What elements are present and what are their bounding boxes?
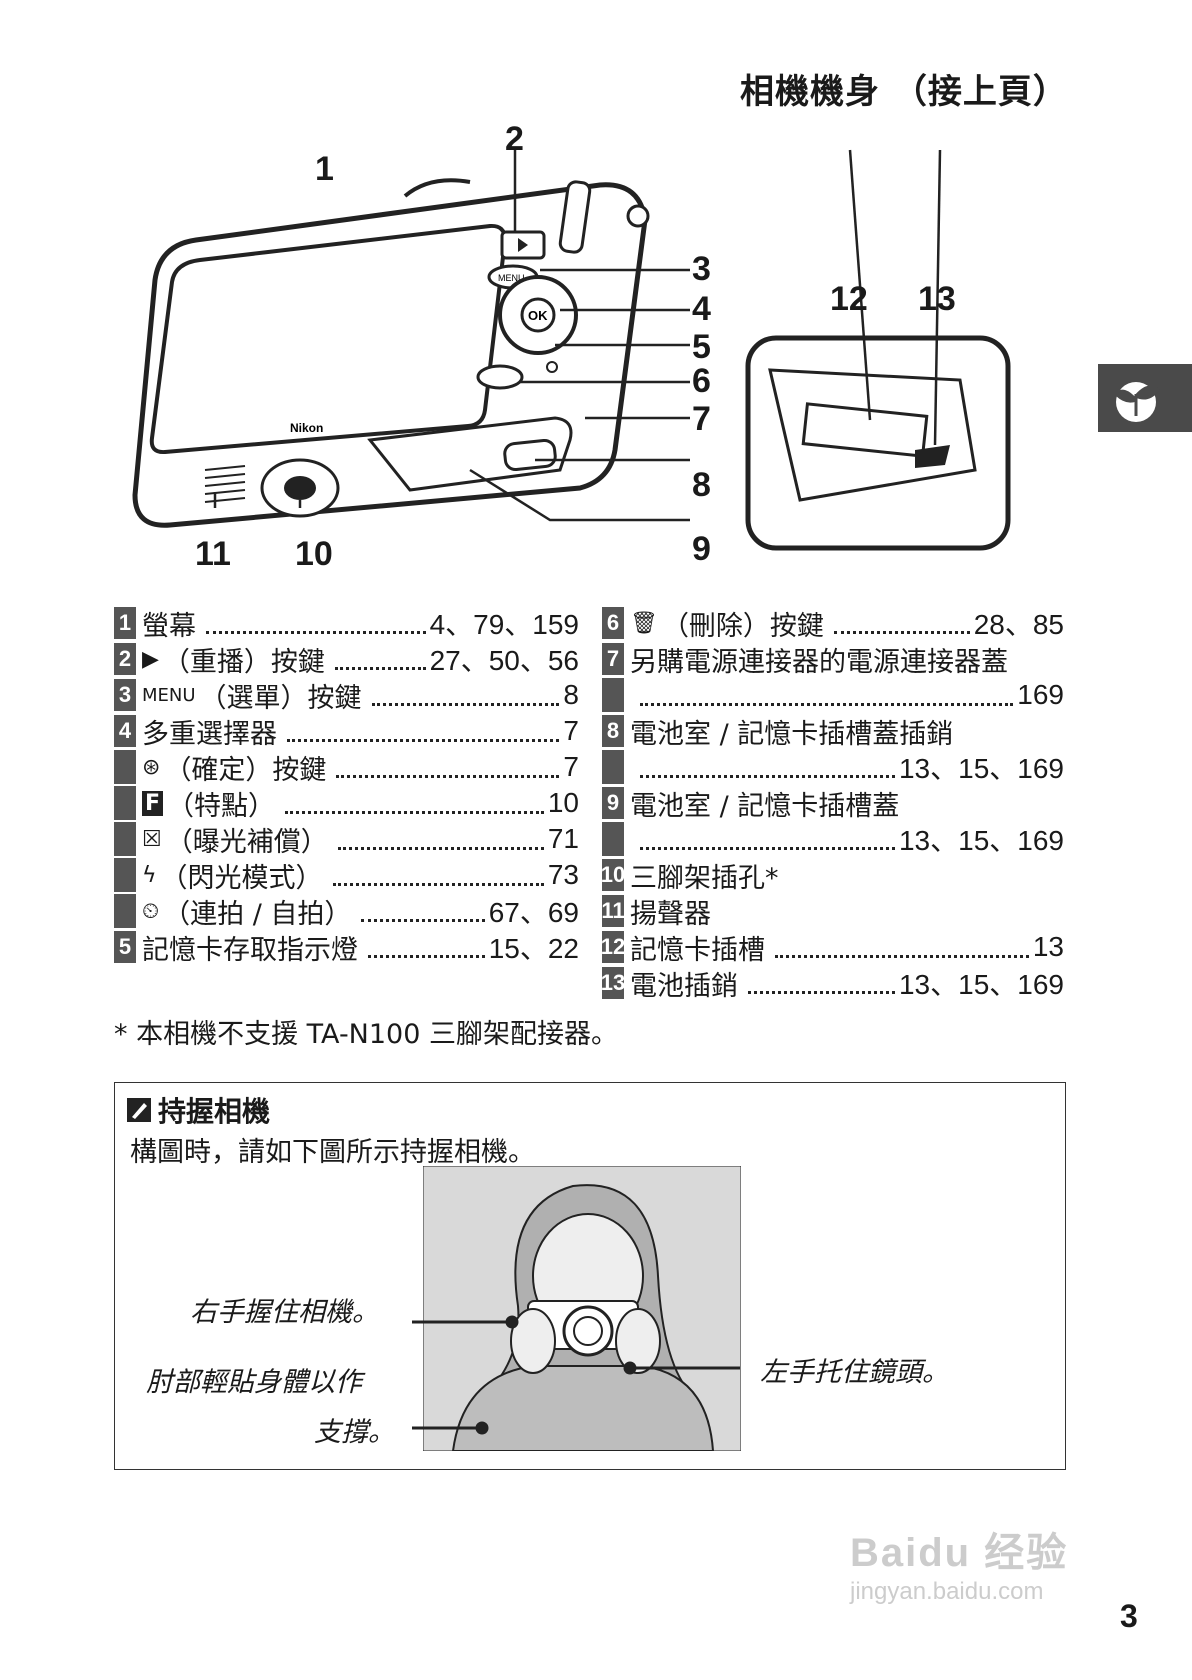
footnote: * 本相機不支援 TA-N100 三腳架配接器。 [114, 1019, 618, 1050]
svg-text:OK: OK [528, 308, 548, 323]
playback-icon: ▶ [142, 646, 159, 672]
ok-icon: ⊛ [142, 754, 161, 780]
legend-item: F（特點）10 [114, 786, 579, 822]
svg-text:MENU: MENU [498, 273, 525, 283]
legend-item: ϟ（閃光模式）73 [114, 858, 579, 894]
callout-13: 13 [918, 280, 956, 318]
tip-text: 構圖時，請如下圖所示持握相機。 [130, 1137, 535, 1168]
callout-11: 11 [195, 535, 231, 573]
caption-left-hand: 左手托住鏡頭。 [760, 1357, 949, 1388]
feature-icon: F [142, 790, 164, 816]
brand-logo: Nikon [290, 421, 323, 435]
callout-9: 9 [692, 530, 711, 568]
callout-7: 7 [692, 400, 711, 438]
callout-10: 10 [295, 535, 333, 573]
tip-box [114, 1082, 1066, 1470]
tip-title: 持握相機 [126, 1090, 270, 1130]
watermark: Baidu 经验 jingyan.baidu.com [850, 1531, 1069, 1605]
legend-item: 13、15、169 [602, 750, 1064, 784]
callout-6: 6 [692, 362, 711, 400]
section-tab [1098, 364, 1192, 432]
menu-icon: MENU [142, 684, 196, 706]
caption-leader-lines [412, 1315, 740, 1435]
page-title: 相機機身 （接上頁） [740, 72, 1068, 112]
legend-item: 13、15、169 [602, 822, 1064, 856]
legend-item: ⏲（連拍 / 自拍）67、69 [114, 894, 579, 930]
holding-camera-illustration [423, 1166, 741, 1451]
caption-elbow-line2: 支撐。 [314, 1417, 395, 1448]
legend-item: ☒（曝光補償）71 [114, 822, 579, 858]
callout-2: 2 [505, 120, 524, 158]
sprout-icon [1113, 382, 1161, 422]
self-timer-icon: ⏲ [142, 898, 160, 924]
caption-elbow-line1: 肘部輕貼身體以作 [146, 1367, 362, 1398]
caption-right-hand: 右手握住相機。 [190, 1297, 379, 1328]
callout-12: 12 [830, 280, 868, 318]
flash-icon: ϟ [142, 862, 157, 888]
camera-diagram: Nikon MENU OK [132, 149, 1011, 551]
delete-icon: 🗑 [630, 610, 658, 636]
exposure-compensation-icon: ☒ [142, 826, 162, 852]
note-pencil-icon [127, 1098, 151, 1122]
callout-8: 8 [692, 466, 711, 504]
page-number: 3 [1120, 1598, 1138, 1634]
callout-1: 1 [315, 150, 334, 188]
callout-3: 3 [692, 250, 711, 288]
monitor [149, 223, 508, 455]
callout-5: 5 [692, 328, 711, 366]
legend-item: 169 [602, 678, 1064, 712]
callout-4: 4 [692, 290, 711, 328]
